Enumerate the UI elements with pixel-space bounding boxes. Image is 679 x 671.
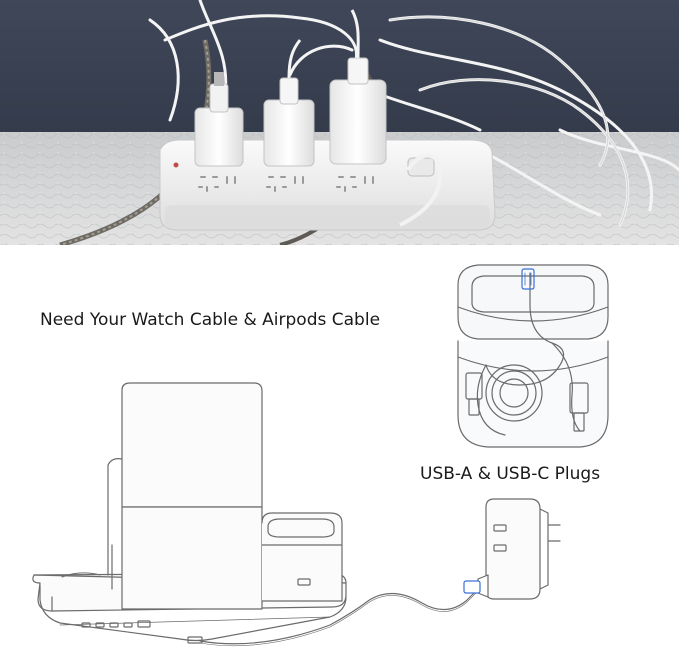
charging-cable [199, 588, 479, 645]
adapter-left [194, 72, 244, 167]
travel-case-outline [457, 264, 609, 448]
watch-airpods-cable-caption: Need Your Watch Cable & Airpods Cable [40, 310, 381, 330]
cluttered-power-strip-photo [0, 0, 679, 245]
adapter-right [329, 9, 387, 165]
adapter-middle [263, 39, 315, 167]
usb-plugs-caption: USB-A & USB-C Plugs [420, 464, 601, 484]
product-line-illustration [32, 264, 609, 647]
charging-dock-outline [32, 382, 347, 644]
dual-port-wall-plug-outline [463, 498, 561, 600]
